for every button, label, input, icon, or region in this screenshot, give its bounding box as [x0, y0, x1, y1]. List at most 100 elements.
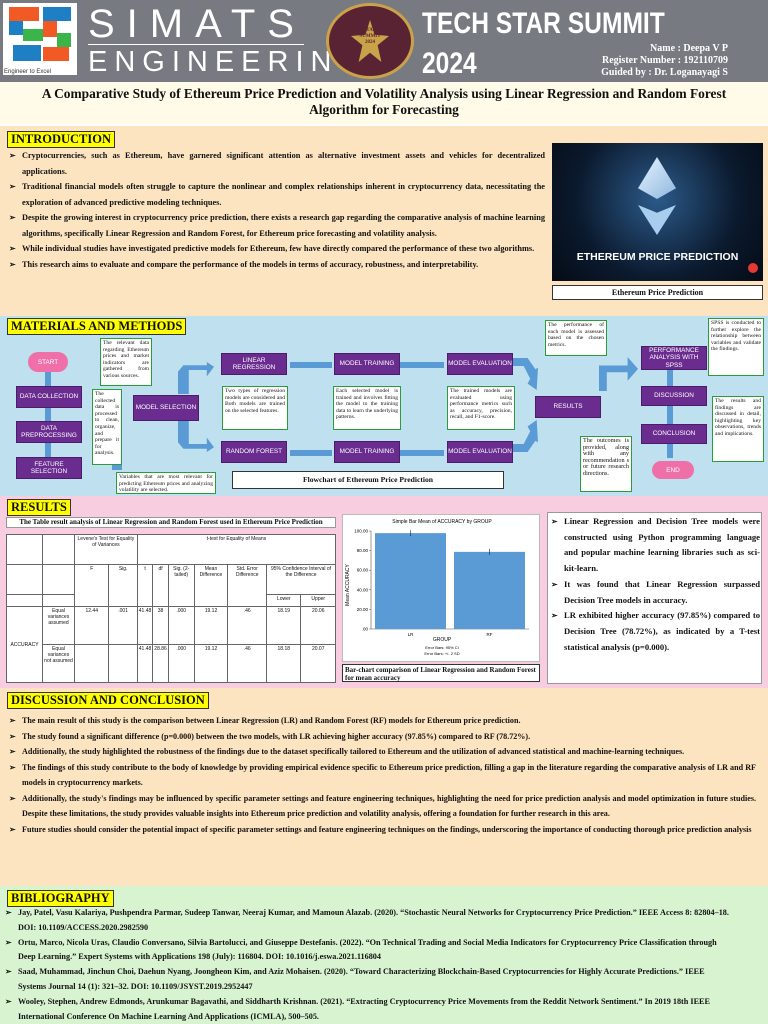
discussion-bullet: The main result of this study is the com…	[8, 713, 756, 729]
table-cell: 19.12	[193, 606, 229, 645]
discussion-bullet: The findings of this study contribute to…	[8, 760, 756, 791]
table-cell: 38	[152, 606, 169, 645]
title-band	[0, 82, 768, 124]
table-cell: .000	[167, 644, 195, 683]
intro-bullet: This research aims to evaluate and compa…	[8, 257, 545, 273]
results-bullet: It was found that Linear Regression surp…	[550, 577, 760, 608]
note-performance: The performance of each model is assesse…	[545, 320, 607, 356]
flow-arrow	[400, 362, 444, 368]
note-training: Each selected model is trained and invol…	[333, 386, 401, 430]
performance-analysis-node: PERFORMANCE ANALYSIS WITH SPSS	[641, 346, 707, 370]
intro-bullet: While individual studies have investigat…	[8, 241, 545, 257]
seal-text-year: 2024	[365, 40, 375, 45]
table-cell	[42, 564, 75, 595]
intro-bullet: Despite the growing interest in cryptocu…	[8, 210, 545, 241]
table-cell: .000	[167, 606, 195, 645]
image-caption: ETHEREUM PRICE PREDICTION	[576, 251, 739, 263]
table-cell: 20.06	[300, 606, 336, 645]
flow-arrow	[290, 450, 332, 456]
table-cell: 41.48	[136, 644, 154, 683]
logo-tagline: Engineer to Excel	[4, 69, 52, 75]
chart-bar	[454, 551, 525, 629]
table-cell	[6, 564, 43, 595]
table-cell: .001	[108, 606, 138, 645]
flow-arrow	[667, 444, 673, 458]
random-forest-node: RANDOM FOREST	[221, 441, 287, 463]
note-discussion: The results and findings are discussed i…	[712, 396, 764, 462]
table-cell	[42, 534, 75, 565]
model-evaluation-node: MODEL EVALUATION	[447, 353, 513, 375]
poster-title: A Comparative Study of Ethereum Price Pr…	[41, 86, 727, 117]
discussion-bullet: Additionally, the study's findings may b…	[8, 791, 756, 822]
brand-engineering: ENGINEERING	[88, 46, 369, 78]
table-cell: 20.07	[300, 644, 336, 683]
levene-header: Levene's Test for Equality of Variances	[74, 534, 138, 565]
chart-y-tick-label: 100.00	[354, 529, 368, 534]
chart-y-tick-label: 20.00	[357, 607, 369, 612]
register-number: Register Number : 192110709	[601, 55, 728, 66]
discussion-heading: DISCUSSION AND CONCLUSION	[7, 692, 209, 709]
table-cell: 18.18	[266, 644, 302, 683]
introduction-list: Cryptocurrencies, such as Ethereum, have…	[8, 148, 545, 272]
discussion-bullet: Additionally, the study highlighted the …	[8, 744, 756, 760]
feature-selection-node: FEATURE SELECTION	[16, 457, 82, 479]
table-row: Equal variances not assumed 41.48 28.86 …	[7, 644, 336, 683]
bibliography-list: Jay, Patel, Vasu Kalariya, Pushpendra Pa…	[4, 906, 734, 1024]
note-preprocess: The collected data is processed to clean…	[92, 389, 122, 465]
table-cell: .46	[227, 644, 268, 683]
model-training-node: MODEL TRAINING	[334, 441, 400, 463]
simats-logo	[3, 3, 77, 75]
flow-arrow	[290, 362, 332, 368]
col-header: df	[152, 564, 169, 607]
chart-footnote: Error Bars: 95% CI	[425, 645, 459, 650]
results-bullet: LR exhibited higher accuracy (97.85%) co…	[550, 608, 760, 655]
model-selection-node: MODEL SELECTION	[133, 395, 199, 421]
chart-bar	[375, 533, 446, 629]
col-header: t	[136, 564, 154, 607]
reference-item: Jay, Patel, Vasu Kalariya, Pushpendra Pa…	[4, 906, 734, 936]
data-preprocessing-node: DATA PREPROCESSING	[16, 421, 82, 443]
table-cell	[108, 644, 138, 683]
chart-x-tick-label: RF	[487, 632, 493, 637]
row-label: ACCURACY	[6, 606, 43, 683]
ttest-header: t-test for Equality of Means	[136, 534, 337, 565]
bar-chart: Simple Bar Mean of ACCURACY by GROUP Mea…	[345, 519, 529, 656]
author-name: Name : Deepa V P	[650, 43, 728, 54]
col-header: Upper	[300, 594, 336, 607]
model-evaluation-node: MODEL EVALUATION	[447, 441, 513, 463]
ethereum-logo-base-icon	[638, 205, 676, 235]
chart-y-tick-label: 80.00	[357, 548, 369, 553]
discussion-bullet: The study found a significant difference…	[8, 729, 756, 745]
col-header: Lower	[266, 594, 302, 607]
ethereum-image: ETHEREUM PRICE PREDICTION	[552, 143, 763, 281]
statistics-table: Levene's Test for Equality of Variances …	[6, 534, 337, 683]
conclusion-node: CONCLUSION	[641, 424, 707, 444]
bar-chart-panel: Simple Bar Mean of ACCURACY by GROUP Mea…	[342, 514, 540, 662]
col-header: Sig. (2-tailed)	[167, 564, 195, 607]
intro-bullet: Traditional financial models often strug…	[8, 179, 545, 210]
table-row: ACCURACY Equal variances assumed 12.44 .…	[6, 606, 336, 683]
table-cell: 41.48	[136, 606, 154, 645]
brand-simats: SIMATS	[88, 2, 306, 46]
table-cell	[6, 534, 43, 565]
guide-name: Guided by : Dr. Loganayagi S	[601, 67, 728, 78]
table-title: The Table result analysis of Linear Regr…	[6, 517, 336, 528]
chart-x-tick-label: LR	[408, 632, 415, 637]
chart-y-tick-label: 40.00	[357, 587, 369, 592]
summit-title: TECH STAR SUMMIT 2024	[422, 7, 665, 80]
col-header: Sig.	[108, 564, 138, 607]
flow-arrow	[45, 443, 51, 457]
seal-text-mid: SUMMIT	[359, 34, 381, 39]
simats-logo-icon	[9, 7, 71, 61]
table-cell: 18.19	[266, 606, 302, 645]
row-sublabel: Equal variances assumed	[42, 606, 75, 645]
note-evaluation: The trained models are evaluated using p…	[447, 386, 515, 430]
discussion-bullet: Future studies should consider the poten…	[8, 822, 756, 838]
methods-heading: MATERIALS AND METHODS	[7, 318, 187, 335]
discussion-list: The main result of this study is the com…	[8, 713, 756, 837]
start-node: START	[28, 352, 68, 372]
results-bullet: Linear Regression and Decision Tree mode…	[550, 514, 760, 577]
summit-seal: STAR SUMMIT 2024	[326, 3, 414, 79]
linear-regression-node: LINEAR REGRESSION	[221, 353, 287, 375]
flow-arrow	[45, 408, 51, 422]
